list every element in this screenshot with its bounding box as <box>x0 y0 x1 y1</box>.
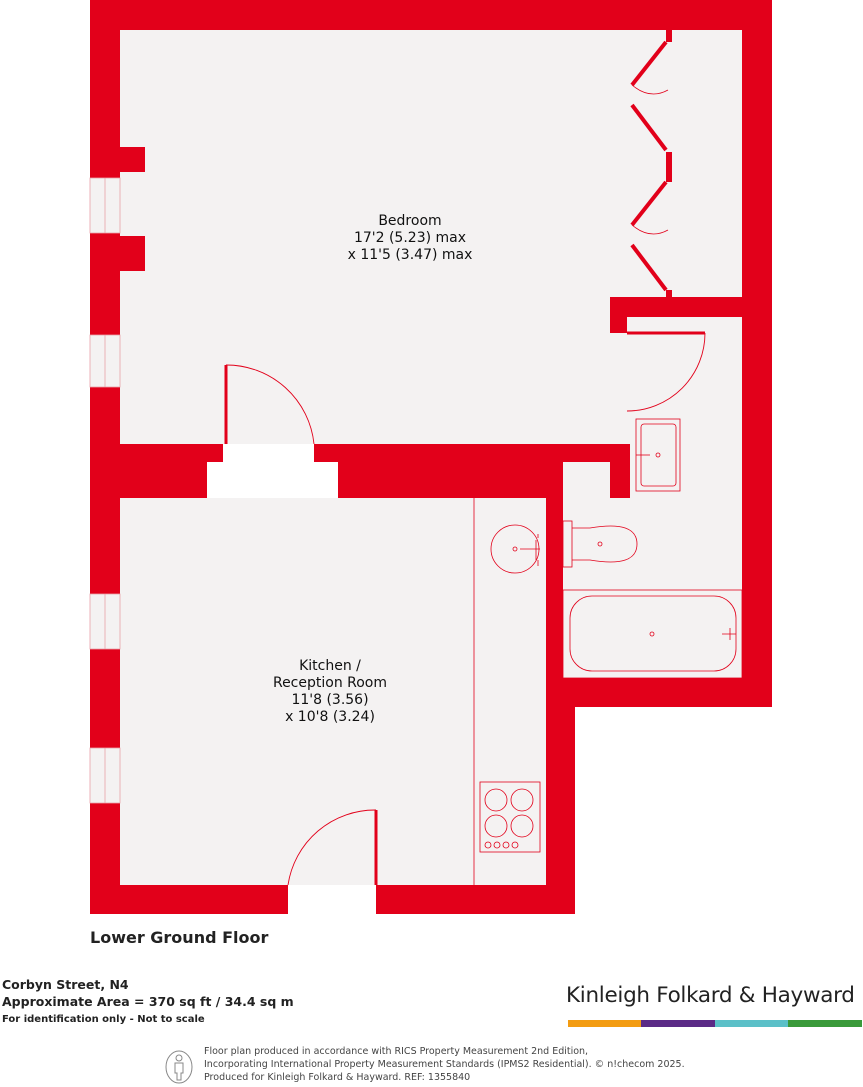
footer-line1: Floor plan produced in accordance with R… <box>204 1046 589 1057</box>
brand-bar-purple <box>641 1020 715 1027</box>
wardrobe-doors <box>630 40 669 292</box>
footer-line2: Incorporating International Property Mea… <box>204 1059 685 1070</box>
person-icon <box>165 1050 193 1084</box>
brand-bar-green <box>788 1020 862 1027</box>
kitchen-counter <box>473 498 541 885</box>
floor-plan <box>89 0 772 914</box>
property-disclaimer: For identification only - Not to scale <box>2 1014 205 1025</box>
floor-label: Lower Ground Floor <box>90 928 269 947</box>
bedroom-dim1: 17'2 (5.23) max <box>353 230 467 246</box>
kitchen-dim1: 11'8 (3.56) <box>291 692 369 708</box>
property-info: Corbyn Street, N4 Approximate Area = 370… <box>2 976 294 1028</box>
footer-text: Floor plan produced in accordance with R… <box>204 1045 685 1084</box>
walls <box>90 0 772 914</box>
kitchen-name-line2: Reception Room <box>272 675 388 691</box>
bathroom-fixtures <box>562 418 743 679</box>
kitchen-label: Kitchen / Reception Room 11'8 (3.56) x 1… <box>230 658 430 726</box>
footer-line3: Produced for Kinleigh Folkard & Hayward.… <box>204 1072 471 1083</box>
windows <box>89 177 121 804</box>
brand-logo: Kinleigh Folkard & Hayward <box>566 983 855 1008</box>
brand-bar-orange <box>568 1020 641 1027</box>
property-address: Corbyn Street, N4 <box>2 977 129 992</box>
kitchen-dim2: x 10'8 (3.24) <box>285 709 375 725</box>
bedroom-name: Bedroom <box>378 213 442 229</box>
door-swings <box>224 331 706 886</box>
bedroom-dim2: x 11'5 (3.47) max <box>347 247 473 263</box>
property-area: Approximate Area = 370 sq ft / 34.4 sq m <box>2 994 294 1009</box>
brand-bar-teal <box>715 1020 788 1027</box>
bedroom-label: Bedroom 17'2 (5.23) max x 11'5 (3.47) ma… <box>290 213 530 264</box>
bathroom-floor <box>563 316 742 678</box>
kitchen-name-line1: Kitchen / <box>299 658 361 674</box>
